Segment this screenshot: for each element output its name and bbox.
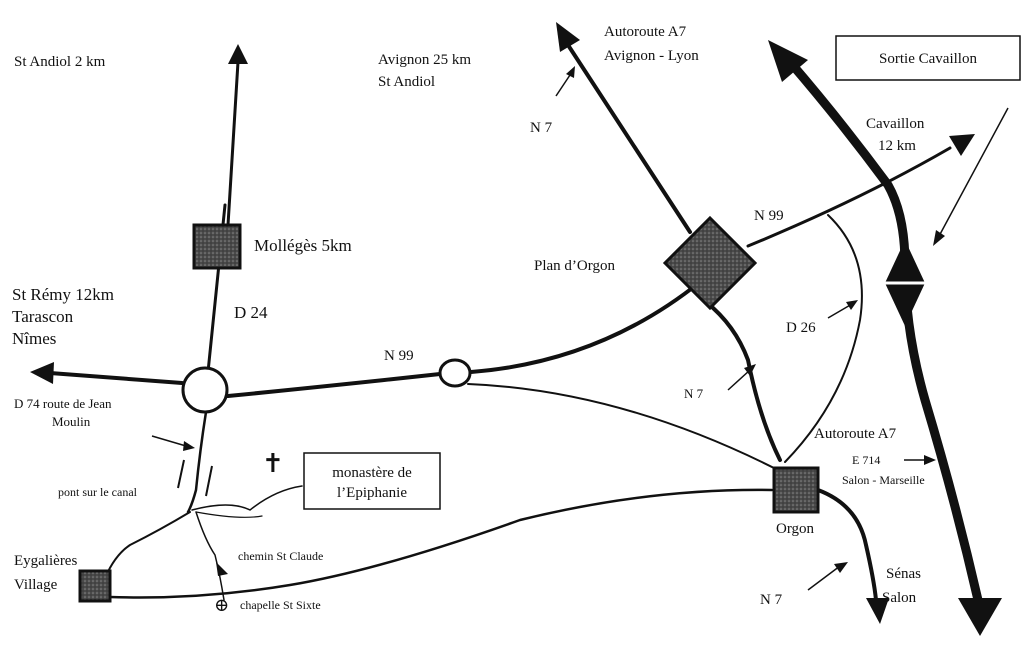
road-d74-west <box>48 371 184 385</box>
town-molleges-icon <box>192 223 242 270</box>
label-sortie-cavaillon: Sortie Cavaillon <box>879 51 977 67</box>
road-n7-senas <box>816 488 878 602</box>
road-n99-east <box>746 146 952 248</box>
road-d26 <box>784 214 863 463</box>
label-orgon: Orgon <box>776 521 815 537</box>
label-salon-marseille: Salon - Marseille <box>842 473 925 487</box>
label-st-andiol-2km: St Andiol 2 km <box>14 54 106 70</box>
arrow-senas-icon <box>866 598 889 624</box>
label-eygalieres-line1: Eygalières <box>14 553 77 569</box>
arrow-cavaillon-icon <box>949 134 975 156</box>
monastere-box <box>303 452 441 510</box>
pointer-sortie-cavaillon-head-icon <box>933 230 945 246</box>
sortie-cavaillon-box <box>835 35 1021 81</box>
road-n7-south <box>704 300 782 462</box>
road-n99-west <box>226 372 442 398</box>
label-monastere-line2: l’Epiphanie <box>337 485 407 501</box>
pointer-n7-south-head-icon <box>834 562 848 573</box>
roundabout-molleges <box>181 366 229 414</box>
road-canal <box>104 511 191 579</box>
label-monastere-line1: monastère de <box>332 465 412 481</box>
pointer-n7-middle-head-icon <box>744 364 756 376</box>
pointer-sortie-cavaillon <box>937 107 1009 239</box>
road-track-east <box>195 511 263 518</box>
label-senas: Sénas <box>886 566 921 582</box>
label-avignon-lyon: Avignon - Lyon <box>604 48 699 64</box>
road-n7-north <box>566 43 692 234</box>
label-cavaillon: Cavaillon <box>866 116 925 132</box>
label-n99-west: N 99 <box>384 348 414 364</box>
label-d74-line1: D 74 route de Jean <box>14 396 112 411</box>
label-e714: E 714 <box>852 453 880 467</box>
label-st-andiol: St Andiol <box>378 74 435 90</box>
label-n99-east: N 99 <box>754 208 784 224</box>
canal-line-2 <box>205 465 213 497</box>
label-autoroute-a7-south: Autoroute A7 <box>814 426 897 442</box>
pointer-d26-head-icon <box>846 300 858 310</box>
arrow-st-remy-icon <box>30 362 54 384</box>
pointer-n7-north <box>555 71 573 97</box>
road-n99-orgon <box>467 383 779 471</box>
roundabout-n99 <box>438 358 472 388</box>
pointer-chemin-st-claude-head-icon <box>216 562 228 576</box>
label-avignon-25km: Avignon 25 km <box>378 52 471 68</box>
label-nimes: Nîmes <box>12 329 56 348</box>
label-pont-canal: pont sur le canal <box>58 485 138 499</box>
pointer-n7-north-head-icon <box>566 66 575 78</box>
label-chapelle-st-sixte: chapelle St Sixte <box>240 598 321 612</box>
pointer-n7-middle <box>727 369 751 391</box>
label-autoroute-a7-north: Autoroute A7 <box>604 24 687 40</box>
pointer-pont-canal <box>151 435 187 447</box>
arrow-a7-south-icon <box>958 598 1002 636</box>
road-d24-north-upper <box>226 60 240 227</box>
label-d74-line2: Moulin <box>52 414 91 429</box>
label-molleges: Mollégès 5km <box>254 236 352 255</box>
pointer-e714-head-icon <box>924 455 936 465</box>
label-cavaillon-12km: 12 km <box>878 138 916 154</box>
arrow-avignon-icon <box>556 22 580 52</box>
pointer-pont-canal-head-icon <box>183 441 195 451</box>
label-plan-dorgon: Plan d’Orgon <box>534 258 615 274</box>
town-orgon-icon <box>772 466 820 514</box>
label-st-remy: St Rémy 12km <box>12 285 114 304</box>
arrow-a7-north-icon <box>768 40 808 82</box>
label-n7-south: N 7 <box>760 592 783 608</box>
label-eygalieres-line2: Village <box>14 577 58 593</box>
label-n7-middle: N 7 <box>684 386 704 401</box>
canal-line-1 <box>177 459 185 489</box>
label-tarascon: Tarascon <box>12 307 74 326</box>
label-chemin-st-claude: chemin St Claude <box>238 549 323 563</box>
label-d24: D 24 <box>234 303 268 322</box>
label-salon: Salon <box>882 590 917 606</box>
cross-icon: ✝ <box>262 449 284 478</box>
arrow-st-andiol-icon <box>228 44 248 64</box>
road-orgon-eygalieres <box>108 488 774 599</box>
label-d26: D 26 <box>786 320 816 336</box>
town-eygalieres-icon <box>78 569 112 603</box>
town-plan-dorgon-icon <box>662 215 758 311</box>
road-d24-south <box>186 410 208 514</box>
pointer-n7-south <box>807 565 841 591</box>
label-n7-north: N 7 <box>530 120 553 136</box>
chapel-icon: ⊕ <box>214 595 229 615</box>
road-chemin-st-claude <box>195 511 225 601</box>
pointer-d26 <box>827 303 853 319</box>
road-monastere <box>191 485 303 511</box>
road-n99-middle <box>469 280 702 374</box>
